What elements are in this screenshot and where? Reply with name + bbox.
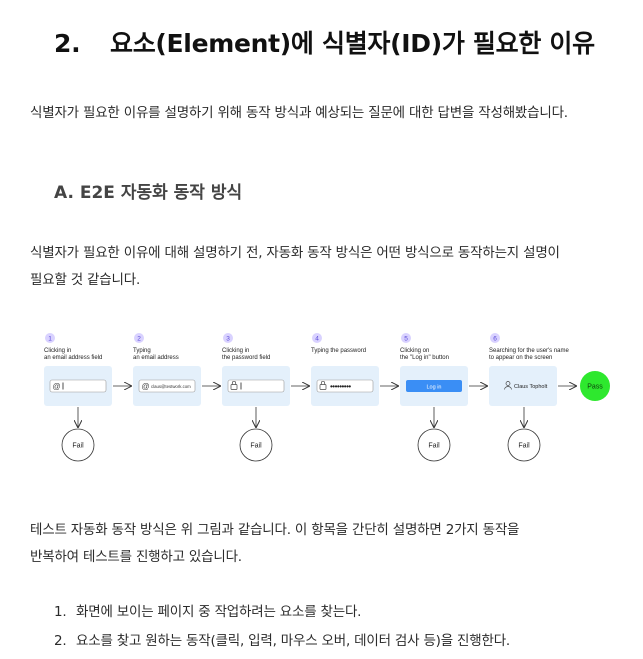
user-name: Claus Topholt xyxy=(514,384,548,390)
lock-icon xyxy=(319,381,327,390)
subheading: A. E2E 자동화 동작 방식 xyxy=(54,183,243,203)
step-4-label-1: Typing the password xyxy=(311,348,366,354)
step-1: 1 Clicking in an email address field @ xyxy=(44,333,112,406)
step-2-badge xyxy=(134,333,144,343)
lock-icon xyxy=(230,381,238,390)
step-4: 4 Typing the password ••••••••• xyxy=(311,333,379,406)
step-1-badge xyxy=(45,333,55,343)
step-2-number: 2 xyxy=(137,336,141,343)
step-1-label-2: an email address field xyxy=(44,355,102,361)
intro-paragraph: 식별자가 필요한 이유를 설명하기 위해 동작 방식과 예상되는 질문에 대한 … xyxy=(30,105,568,121)
paragraph-2-line-1: 식별자가 필요한 이유에 대해 설명하기 전, 자동화 동작 방식은 어떤 방식… xyxy=(30,245,560,261)
email-field xyxy=(49,379,107,393)
fail-label-5: Fail xyxy=(428,443,440,450)
steps-list: 1. 화면에 보이는 페이지 중 작업하려는 요소를 찾는다. 2. 요소를 찾고 … xyxy=(54,598,510,656)
fail-label-3: Fail xyxy=(250,443,262,450)
paragraph-3-line-2: 반복하여 테스트를 진행하고 있습니다. xyxy=(30,549,242,565)
step-2-label-2: an email address xyxy=(133,355,179,361)
pass-label: Pass xyxy=(587,384,603,391)
fail-label-6: Fail xyxy=(518,443,530,450)
pass-circle xyxy=(580,371,610,401)
list-item: 1. 화면에 보이는 페이지 중 작업하려는 요소를 찾는다. xyxy=(54,598,510,627)
fail-label-1: Fail xyxy=(72,443,84,450)
step-6-box xyxy=(489,366,557,406)
email-value: claus@testwork.com xyxy=(151,384,191,389)
section-heading: 2. 요소(Element)에 식별자(ID)가 필요한 이유 xyxy=(54,24,595,60)
email-field-filled xyxy=(138,379,196,393)
login-button xyxy=(406,380,462,392)
step-5-badge xyxy=(401,333,411,343)
step-6-label-2: to appear on the screen xyxy=(489,355,552,361)
at-icon: @ xyxy=(53,382,61,391)
section-title: 요소(Element)에 식별자(ID)가 필요한 이유 xyxy=(110,29,595,58)
step-6-badge xyxy=(490,333,500,343)
paragraph-3: 테스트 자동화 동작 방식은 위 그림과 같습니다. 이 항목을 간단히 설명하… xyxy=(30,517,519,571)
step-4-number: 4 xyxy=(315,336,319,343)
fail-circle-1 xyxy=(61,428,95,462)
step-3-badge xyxy=(223,333,233,343)
fail-circle-3 xyxy=(239,428,273,462)
e2e-flow-diagram: 1 Clicking in an email address field @ 2… xyxy=(38,326,618,466)
password-field-filled xyxy=(316,379,374,393)
user-icon xyxy=(504,381,512,390)
step-5-label-1: Clicking on xyxy=(400,348,429,354)
step-5: 5 Clicking on the "Log in" button Log in xyxy=(400,333,468,406)
paragraph-2: 식별자가 필요한 이유에 대해 설명하기 전, 자동화 동작 방식은 어떤 방식… xyxy=(30,240,560,294)
step-1-label-1: Clicking in xyxy=(44,348,71,354)
step-3-label-1: Clicking in xyxy=(222,348,249,354)
password-field xyxy=(227,379,285,393)
at-icon: @ xyxy=(142,382,150,391)
paragraph-2-line-2: 필요할 것 같습니다. xyxy=(30,272,141,288)
step-6-label-1: Searching for the user's name xyxy=(489,348,570,354)
paragraph-3-line-1: 테스트 자동화 동작 방식은 위 그림과 같습니다. 이 항목을 간단히 설명하… xyxy=(30,522,520,538)
list-item-text: 요소를 찾고 원하는 동작(클릭, 입력, 마우스 오버, 데이터 검사 등)을… xyxy=(76,633,511,649)
step-5-label-2: the "Log in" button xyxy=(400,355,449,361)
section-number: 2. xyxy=(54,29,81,58)
step-2-label-1: Typing xyxy=(133,348,151,354)
login-button-label: Log in xyxy=(427,384,442,390)
list-item-number: 1. xyxy=(54,604,67,620)
fail-circle-5 xyxy=(417,428,451,462)
step-3: 3 Clicking in the password field xyxy=(222,333,290,406)
password-dots: ••••••••• xyxy=(330,382,351,391)
fail-circle-6 xyxy=(507,428,541,462)
step-1-number: 1 xyxy=(48,336,52,343)
step-2: 2 Typing an email address @ claus@testwo… xyxy=(133,333,201,406)
step-6: 6 Searching for the user's name to appea… xyxy=(489,333,570,406)
step-3-number: 3 xyxy=(226,336,230,343)
list-item-number: 2. xyxy=(54,633,67,649)
step-5-number: 5 xyxy=(404,336,408,343)
step-3-label-2: the password field xyxy=(222,355,270,361)
list-item: 2. 요소를 찾고 원하는 동작(클릭, 입력, 마우스 오버, 데이터 검사 등… xyxy=(54,627,510,656)
step-6-number: 6 xyxy=(493,336,497,343)
list-item-text: 화면에 보이는 페이지 중 작업하려는 요소를 찾는다. xyxy=(76,604,362,620)
step-4-badge xyxy=(312,333,322,343)
